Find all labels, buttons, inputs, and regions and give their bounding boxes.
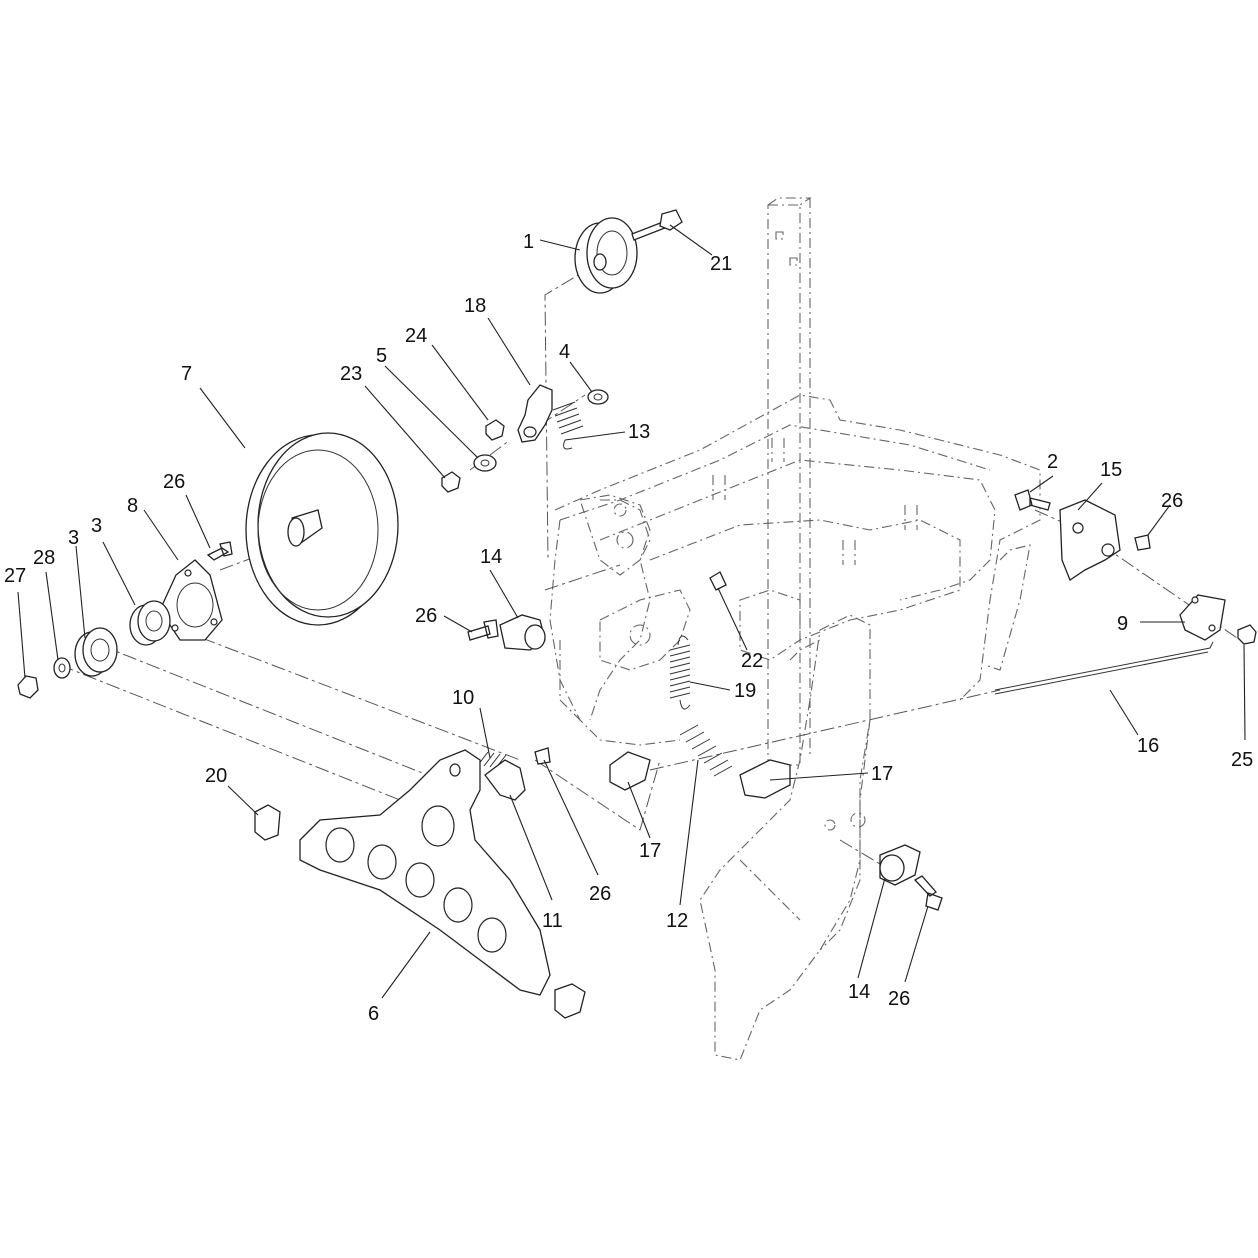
- idler-arm: [299, 749, 551, 996]
- alignment-lines: [59, 264, 1241, 871]
- spring-bracket-17-right: [739, 759, 791, 799]
- washer-28-hole: [58, 663, 66, 673]
- bolt-26-lower: [913, 875, 943, 911]
- bushing-14-lower: [879, 844, 921, 886]
- idler-spring: [552, 401, 584, 450]
- callout-17-right: 17: [871, 763, 893, 785]
- callout-19: 19: [734, 680, 756, 702]
- bushing-20: [254, 804, 281, 841]
- bolt-2: [1014, 489, 1051, 511]
- bolt-26-plate: [1134, 534, 1151, 551]
- washer-4-hole: [593, 393, 603, 401]
- callout-28: 28: [33, 547, 55, 569]
- plate-15: [1059, 499, 1121, 581]
- bolt-26-bracket: [534, 747, 551, 765]
- callout-4: 4: [559, 341, 570, 363]
- bolt-26-flange: [206, 541, 233, 561]
- shoulder-bolt: [631, 209, 683, 241]
- bearing-3-left: [74, 627, 118, 677]
- callouts: 1 21 18 24 5 4 23 13 7 26 8 3 3 28 27 14…: [4, 231, 1253, 1025]
- extension-spring-19: [669, 635, 691, 710]
- callout-9: 9: [1117, 613, 1128, 635]
- callout-24: 24: [405, 325, 427, 347]
- extension-spring-12: [679, 724, 733, 777]
- frame-phantom: [549, 197, 1041, 1061]
- callout-14-upper: 14: [480, 546, 502, 568]
- callout-16: 16: [1137, 735, 1159, 757]
- bolt-26-bushing: [467, 619, 499, 641]
- callout-3-right: 3: [91, 515, 102, 537]
- rod-16: [994, 641, 1214, 695]
- idler-pulley: [574, 217, 638, 294]
- leader-lines: [17, 224, 1246, 999]
- plate-9: [1179, 594, 1226, 641]
- bearing-3-right: [129, 600, 171, 646]
- bushing-lower: [554, 983, 586, 1019]
- callout-10: 10: [452, 687, 474, 709]
- nut-23: [441, 471, 461, 493]
- callout-25: 25: [1231, 749, 1253, 771]
- callout-21: 21: [710, 253, 732, 275]
- callout-12: 12: [666, 910, 688, 932]
- stud-22: [709, 571, 727, 591]
- callout-6: 6: [368, 1003, 379, 1025]
- callout-26-lower: 26: [888, 988, 910, 1010]
- spring-10: [477, 751, 507, 769]
- drive-pulley: [245, 432, 399, 626]
- callout-17-left: 17: [639, 840, 661, 862]
- nut-24: [485, 419, 505, 441]
- washer-28: [53, 657, 71, 679]
- callout-22: 22: [741, 650, 763, 672]
- callout-1: 1: [523, 231, 534, 253]
- bushing-14-upper: [499, 614, 546, 651]
- callout-23: 23: [340, 363, 362, 385]
- callout-7: 7: [181, 363, 192, 385]
- callout-26-bushing: 26: [415, 605, 437, 627]
- nut-25: [1237, 624, 1257, 645]
- washer-5-hole: [480, 459, 490, 467]
- callout-26-flange: 26: [163, 471, 185, 493]
- callout-15: 15: [1100, 459, 1122, 481]
- callout-5: 5: [376, 345, 387, 367]
- callout-14-lower: 14: [848, 981, 870, 1003]
- washer-5: [473, 454, 497, 472]
- callout-26-bracket: 26: [589, 883, 611, 905]
- idler-bracket: [517, 384, 553, 443]
- callout-18: 18: [464, 295, 486, 317]
- callout-2: 2: [1047, 451, 1058, 473]
- callout-8: 8: [127, 495, 138, 517]
- washer-4: [587, 389, 609, 405]
- callout-20: 20: [205, 765, 227, 787]
- callout-13: 13: [628, 421, 650, 443]
- callout-26-plate: 26: [1161, 490, 1183, 512]
- bracket-11: [484, 759, 526, 801]
- callout-3-left: 3: [68, 527, 79, 549]
- callout-11: 11: [542, 910, 563, 932]
- spring-bracket-17-left: [609, 751, 651, 791]
- callout-27: 27: [4, 565, 26, 587]
- bearing-flange: [159, 559, 223, 641]
- nut-27: [17, 675, 39, 699]
